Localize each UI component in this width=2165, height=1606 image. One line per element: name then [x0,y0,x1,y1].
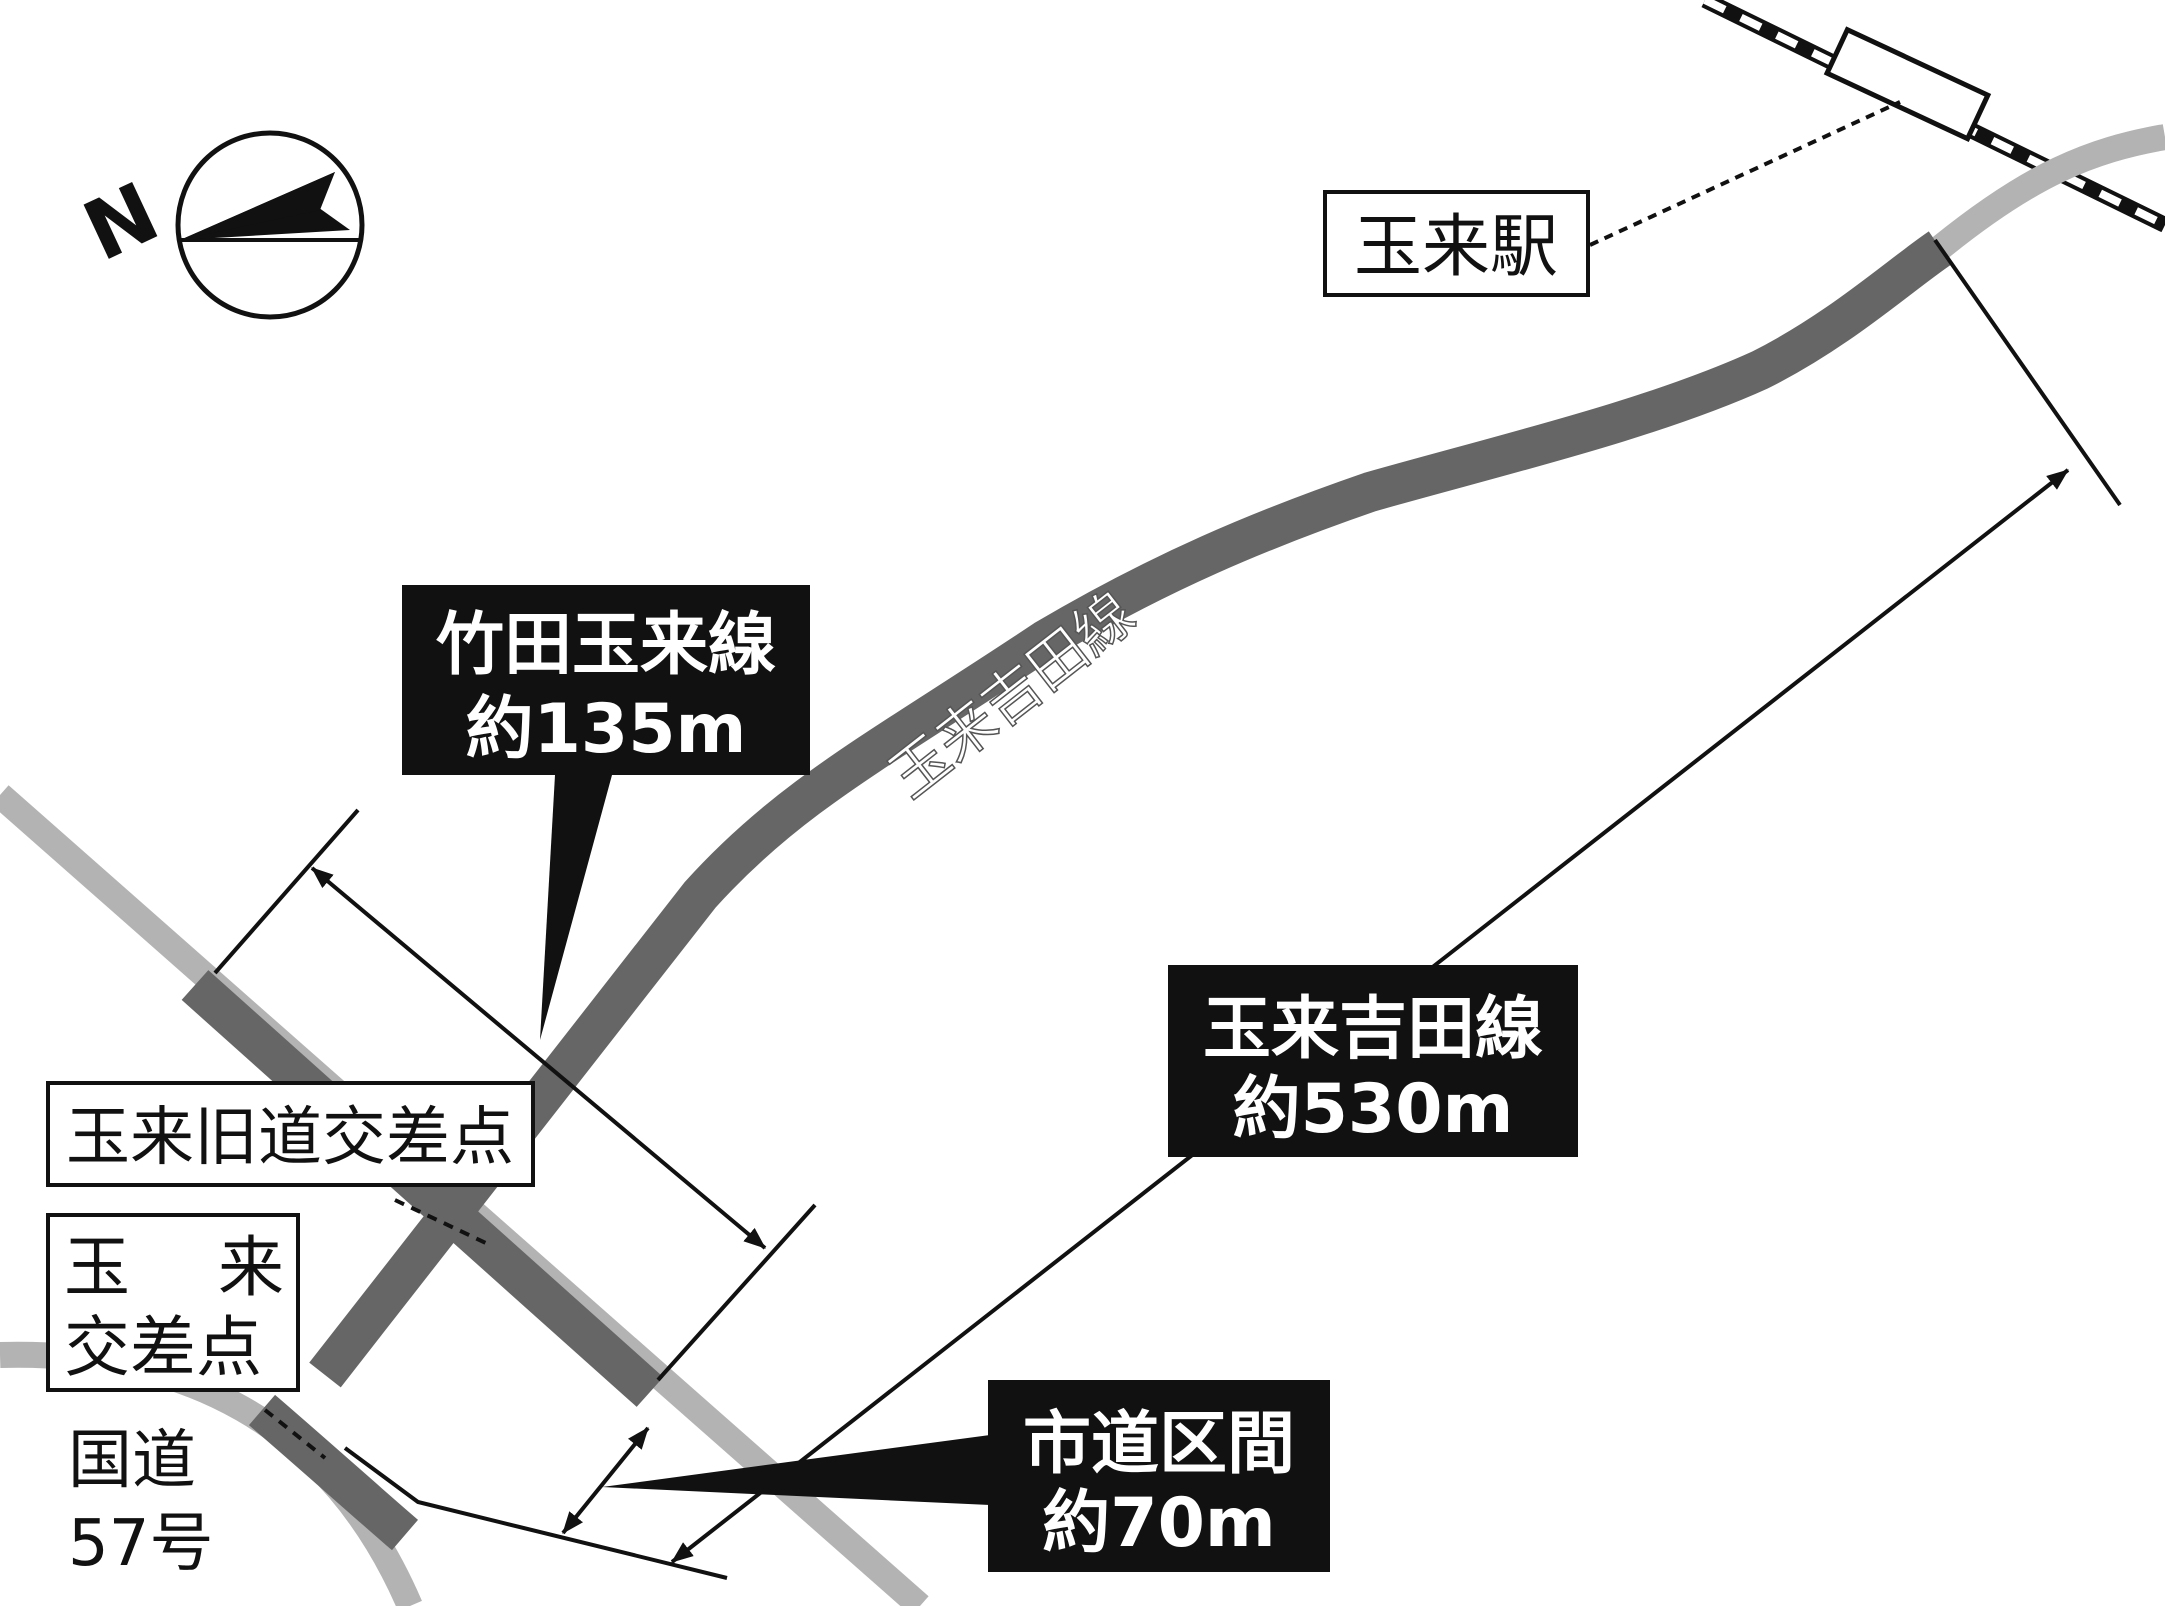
callout-tamarai-yoshida-line2: 約530m [1233,1070,1514,1149]
callout-takeda-line2: 約135m [466,690,747,769]
label-tamarai-char-b: 来 [218,1229,284,1306]
label-tamarai-intersection: 玉 来 交差点 [46,1213,300,1392]
label-old-road-intersection-text: 玉来旧道交差点 [66,1101,514,1175]
dim-70-baseline [343,1446,728,1580]
callout-pointers [540,775,990,1505]
label-national-route-line1: 国道 [68,1424,196,1498]
station-label-box [1323,190,1590,297]
callout-tamarai-yoshida: 玉来吉田線 約530m [1168,965,1578,1157]
callout-tamarai-yoshida-line1: 玉来吉田線 [1203,990,1543,1069]
dim-135-tick-a [213,808,360,975]
city-road-pointer [602,1435,990,1505]
tamarai-leader [263,1408,327,1460]
callout-city-road-line1: 市道区間 [1023,1405,1295,1484]
station-leader-line [1589,100,1901,247]
label-tamarai-char-a: 玉 [64,1229,130,1306]
label-national-route-line2: 57号 [68,1507,213,1581]
dim-530-tick [1933,238,2122,507]
label-tamarai-line2: 交差点 [64,1309,262,1386]
tamarai-station: 玉来駅 [1323,26,1992,297]
takeda-pointer [540,775,612,1040]
station-label: 玉来駅 [1354,208,1558,287]
road-to-station-east [1931,124,2165,259]
compass: N [70,130,365,320]
label-old-road-intersection: 玉来旧道交差点 [46,1081,535,1187]
road-city-section [248,1394,419,1551]
callout-takeda-line1: 竹田玉来線 [436,606,776,685]
callout-city-road-line2: 約70m [1042,1484,1276,1563]
dim-70-arrow [561,1426,650,1535]
callout-takeda-tamarai: 竹田玉来線 約135m [402,585,810,775]
callout-city-road: 市道区間 約70m [988,1380,1330,1572]
label-national-route: 国道 57号 [68,1424,213,1581]
